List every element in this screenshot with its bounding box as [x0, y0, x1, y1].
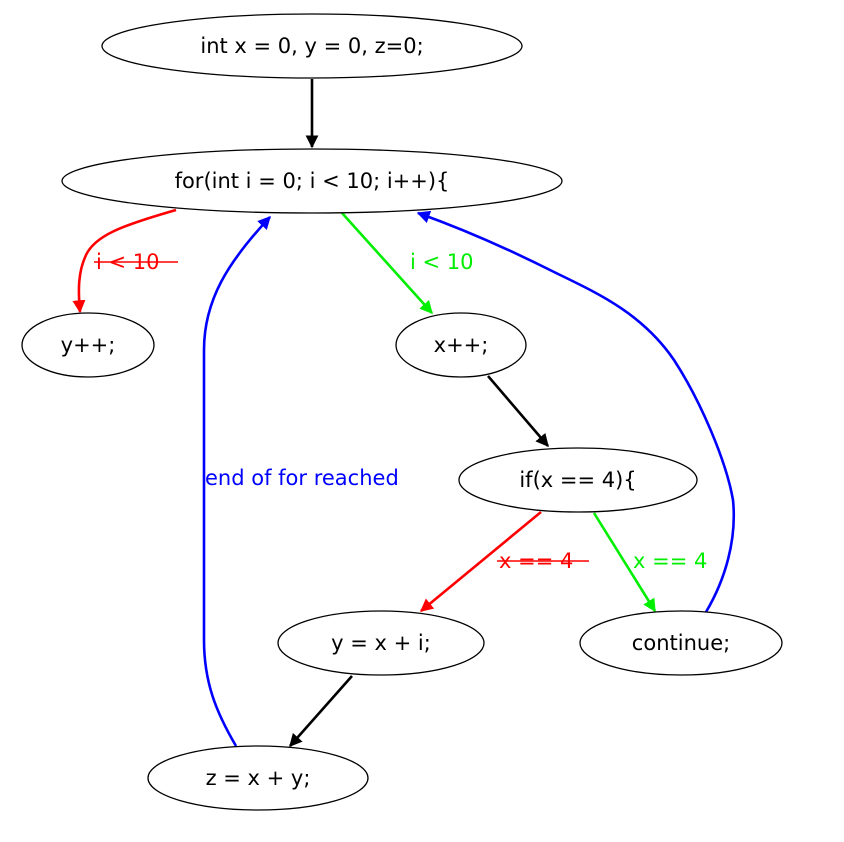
- node-x-inc-label: x++;: [434, 333, 489, 357]
- edge-y-to-z: [289, 675, 353, 747]
- edge-loop-true: [341, 212, 433, 314]
- node-for-loop-label: for(int i = 0; i < 10; i++){: [175, 169, 450, 193]
- node-init: int x = 0, y = 0, z=0;: [101, 13, 523, 79]
- edges: [72, 79, 736, 747]
- edge-x-to-if: [487, 375, 549, 447]
- edge-labels: i < 10 i < 10 end of for reached x == 4 …: [94, 250, 707, 573]
- node-y-assign-label: y = x + i;: [331, 631, 431, 655]
- node-init-label: int x = 0, y = 0, z=0;: [200, 34, 423, 58]
- node-if-cond: if(x == 4){: [458, 447, 698, 513]
- node-y-assign: y = x + i;: [277, 610, 485, 676]
- edge-label-end-of-for: end of for reached: [205, 466, 399, 490]
- edge-continue-back: [416, 210, 736, 613]
- node-for-loop: for(int i = 0; i < 10; i++){: [61, 148, 563, 214]
- node-y-inc: y++;: [21, 312, 155, 378]
- node-z-assign-label: z = x + y;: [206, 766, 311, 790]
- edge-label-loop-true: i < 10: [410, 250, 474, 274]
- edge-if-true: [592, 512, 657, 613]
- node-continue-label: continue;: [632, 631, 730, 655]
- node-z-assign: z = x + y;: [147, 745, 369, 811]
- edge-if-false: [419, 510, 542, 613]
- node-if-cond-label: if(x == 4){: [519, 468, 636, 492]
- edge-loop-false: [72, 208, 177, 314]
- edge-end-of-for: [202, 216, 271, 747]
- node-x-inc: x++;: [395, 312, 527, 378]
- edge-label-if-true: x == 4: [633, 549, 707, 573]
- node-continue: continue;: [579, 610, 783, 676]
- node-y-inc-label: y++;: [61, 333, 116, 357]
